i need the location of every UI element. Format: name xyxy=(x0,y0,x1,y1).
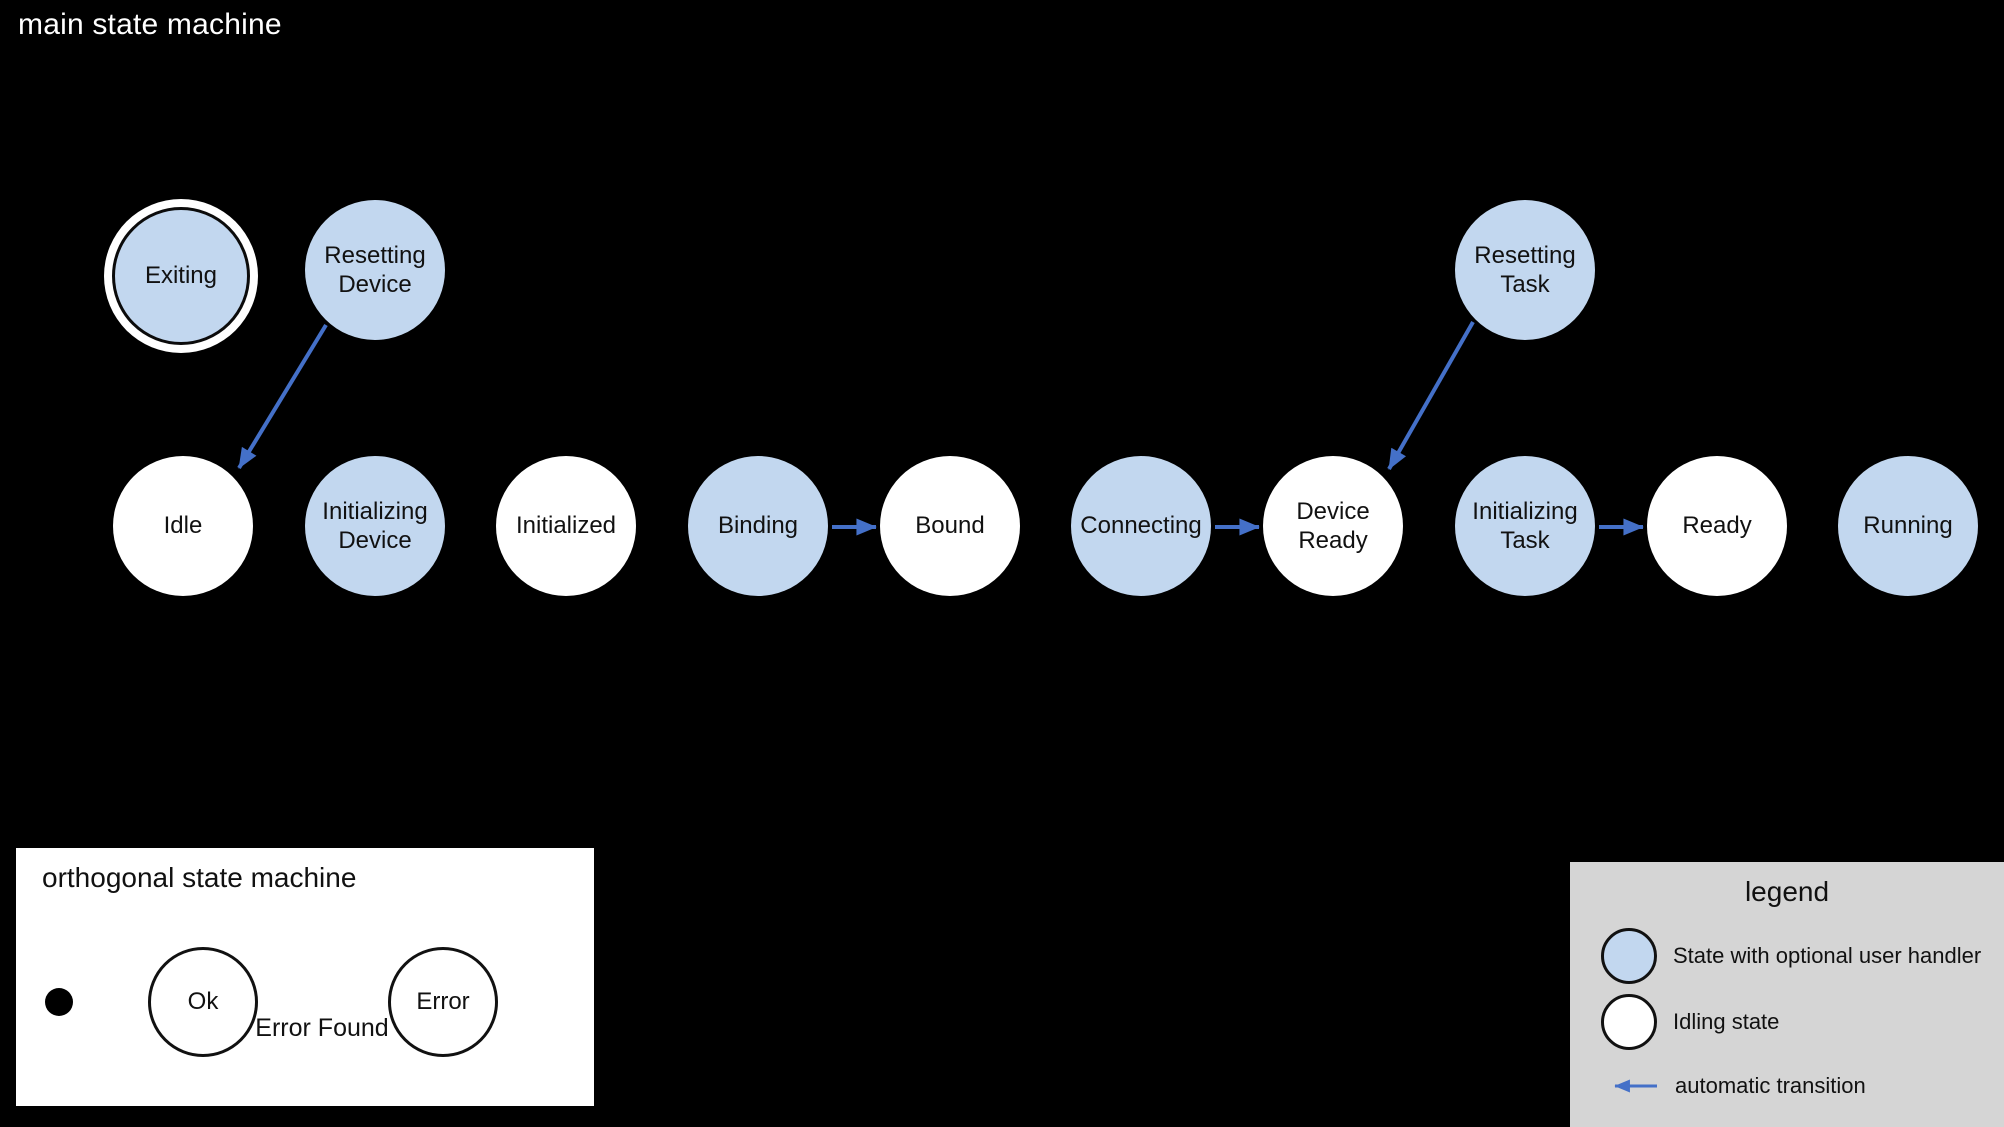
transition-resetting-task-to-device-ready xyxy=(1387,321,1475,470)
transition-resetting-device-to-idle xyxy=(237,323,328,470)
legend-item-label: Idling state xyxy=(1673,1009,1780,1034)
legend-panel: legend State with optional user handler … xyxy=(1570,862,2004,1127)
legend-item-user-handler-state: State with optional user handler xyxy=(1601,928,1981,984)
state-resetting-task: Resetting Task xyxy=(1455,200,1595,340)
legend-item-idling-state: Idling state xyxy=(1601,994,1779,1050)
legend-item-label: automatic transition xyxy=(1675,1073,1866,1098)
initial-state-dot xyxy=(45,988,73,1016)
state-ready: Ready xyxy=(1647,456,1787,596)
transition-label-error-found: Error Found xyxy=(255,1014,389,1042)
state-running: Running xyxy=(1838,456,1978,596)
state-connecting: Connecting xyxy=(1071,456,1211,596)
legend-title: legend xyxy=(1744,876,1830,907)
state-error: Error xyxy=(388,947,498,1057)
state-bound: Bound xyxy=(880,456,1020,596)
state-device-ready: Device Ready xyxy=(1263,456,1403,596)
state-initializing-task: Initializing Task xyxy=(1455,456,1595,596)
state-idle: Idle xyxy=(113,456,253,596)
automatic-transition-arrow-icon xyxy=(1614,1079,1657,1093)
legend-item-label: State with optional user handler xyxy=(1673,943,1982,968)
state-ok: Ok xyxy=(148,947,258,1057)
main-machine-title: main state machine xyxy=(18,8,282,41)
state-initialized: Initialized xyxy=(496,456,636,596)
idling-state-swatch xyxy=(1601,994,1657,1050)
state-exiting: Exiting xyxy=(112,207,250,345)
orthogonal-machine-panel: orthogonal state machine Ok Error Error … xyxy=(16,848,594,1106)
state-initializing-device: Initializing Device xyxy=(305,456,445,596)
state-binding: Binding xyxy=(688,456,828,596)
legend-item-automatic-transition: automatic transition xyxy=(1601,1058,1866,1114)
user-handler-state-swatch xyxy=(1601,928,1657,984)
orthogonal-machine-title: orthogonal state machine xyxy=(42,862,357,893)
state-resetting-device: Resetting Device xyxy=(305,200,445,340)
